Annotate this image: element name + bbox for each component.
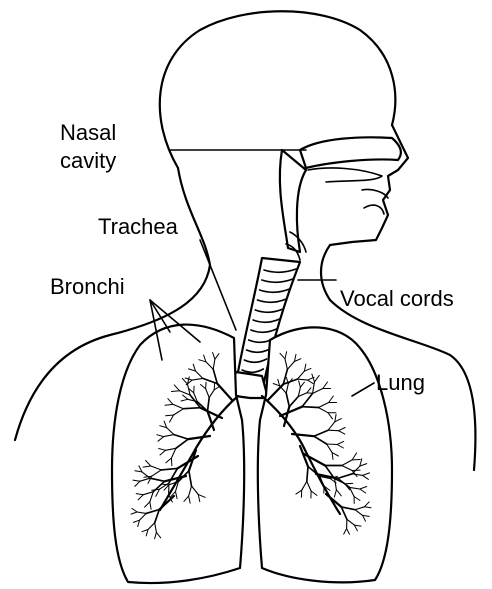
right-lung xyxy=(258,327,392,582)
trachea-leader xyxy=(200,240,236,330)
bronchiole-branch xyxy=(184,408,201,409)
trachea-label: Trachea xyxy=(98,214,179,239)
vocal-cords-label: Vocal cords xyxy=(340,286,454,311)
nasal-cavity-label-line2: cavity xyxy=(60,148,116,173)
lung-label: Lung xyxy=(376,370,425,395)
body-outline xyxy=(15,11,475,470)
bronchiole-branch xyxy=(206,382,207,388)
bronchiole-branch xyxy=(302,407,318,408)
pharynx xyxy=(280,150,306,260)
nasal-cavity-label-line1: Nasal xyxy=(60,120,116,145)
bronchiole-branch xyxy=(171,458,172,466)
nasal-cavity xyxy=(300,137,401,214)
bronchiole-branch xyxy=(328,430,338,431)
bronchiole-branch xyxy=(327,444,338,445)
left-lung xyxy=(112,325,244,583)
bronchi-label: Bronchi xyxy=(50,274,125,299)
